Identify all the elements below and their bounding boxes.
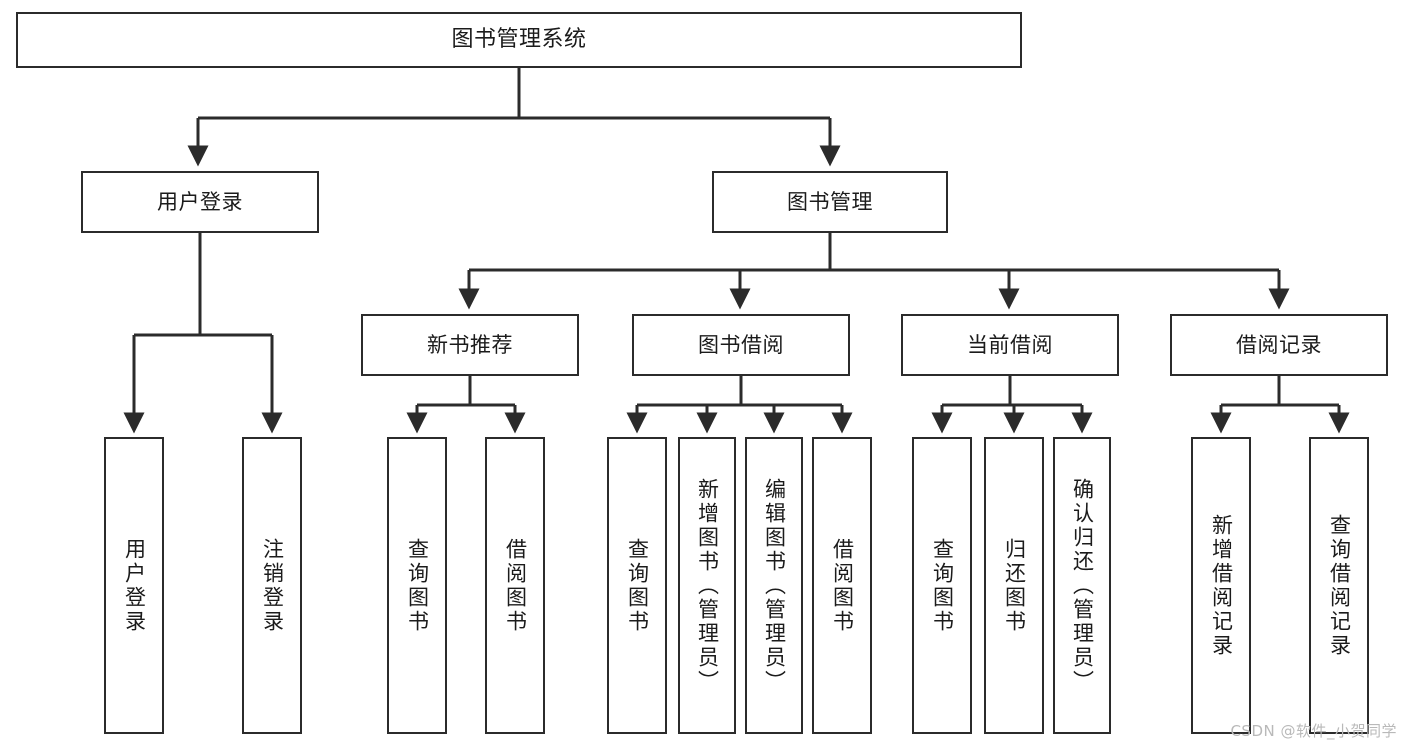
node-book-manage-label: 图书管理 bbox=[787, 189, 873, 214]
node-leaf-query-book-borrow[interactable]: 查询图书 bbox=[607, 437, 667, 734]
node-user-login[interactable]: 用户登录 bbox=[81, 171, 319, 233]
node-leaf-query-book-recommend[interactable]: 查询图书 bbox=[387, 437, 447, 734]
node-new-book-recommend-label: 新书推荐 bbox=[427, 332, 513, 357]
node-borrow-record[interactable]: 借阅记录 bbox=[1170, 314, 1388, 376]
node-book-borrow-label: 图书借阅 bbox=[698, 332, 784, 357]
node-leaf-logout-label: 注销登录 bbox=[260, 537, 285, 634]
node-leaf-query-book-recommend-label: 查询图书 bbox=[405, 537, 430, 634]
node-leaf-borrow-book-recommend-label: 借阅图书 bbox=[503, 537, 528, 634]
node-leaf-user-login[interactable]: 用户登录 bbox=[104, 437, 164, 734]
node-current-borrow[interactable]: 当前借阅 bbox=[901, 314, 1119, 376]
node-leaf-add-book-admin-label: 新增图书（管理员） bbox=[695, 477, 720, 694]
node-leaf-edit-book-admin[interactable]: 编辑图书（管理员） bbox=[745, 437, 803, 734]
node-current-borrow-label: 当前借阅 bbox=[967, 332, 1053, 357]
node-leaf-query-book-borrow-label: 查询图书 bbox=[625, 537, 650, 634]
node-leaf-add-borrow-record-label: 新增借阅记录 bbox=[1209, 513, 1234, 658]
node-user-login-label: 用户登录 bbox=[157, 189, 243, 214]
node-new-book-recommend[interactable]: 新书推荐 bbox=[361, 314, 579, 376]
node-leaf-borrow-book[interactable]: 借阅图书 bbox=[812, 437, 872, 734]
node-leaf-return-book-label: 归还图书 bbox=[1002, 537, 1027, 634]
node-leaf-edit-book-admin-label: 编辑图书（管理员） bbox=[762, 477, 787, 694]
node-leaf-query-borrow-record-label: 查询借阅记录 bbox=[1327, 513, 1352, 658]
node-borrow-record-label: 借阅记录 bbox=[1236, 332, 1322, 357]
node-leaf-borrow-book-label: 借阅图书 bbox=[830, 537, 855, 634]
node-root[interactable]: 图书管理系统 bbox=[16, 12, 1022, 68]
node-book-borrow[interactable]: 图书借阅 bbox=[632, 314, 850, 376]
csdn-watermark: CSDN @软件_小贺同学 bbox=[1230, 722, 1397, 740]
node-leaf-query-book-current[interactable]: 查询图书 bbox=[912, 437, 972, 734]
node-leaf-confirm-return-admin-label: 确认归还（管理员） bbox=[1070, 477, 1095, 694]
node-leaf-borrow-book-recommend[interactable]: 借阅图书 bbox=[485, 437, 545, 734]
node-leaf-add-book-admin[interactable]: 新增图书（管理员） bbox=[678, 437, 736, 734]
node-leaf-user-login-label: 用户登录 bbox=[122, 537, 147, 634]
node-leaf-query-borrow-record[interactable]: 查询借阅记录 bbox=[1309, 437, 1369, 734]
node-root-label: 图书管理系统 bbox=[451, 27, 587, 53]
node-book-manage[interactable]: 图书管理 bbox=[712, 171, 948, 233]
node-leaf-return-book[interactable]: 归还图书 bbox=[984, 437, 1044, 734]
node-leaf-add-borrow-record[interactable]: 新增借阅记录 bbox=[1191, 437, 1251, 734]
node-leaf-confirm-return-admin[interactable]: 确认归还（管理员） bbox=[1053, 437, 1111, 734]
node-leaf-query-book-current-label: 查询图书 bbox=[930, 537, 955, 634]
node-leaf-logout[interactable]: 注销登录 bbox=[242, 437, 302, 734]
